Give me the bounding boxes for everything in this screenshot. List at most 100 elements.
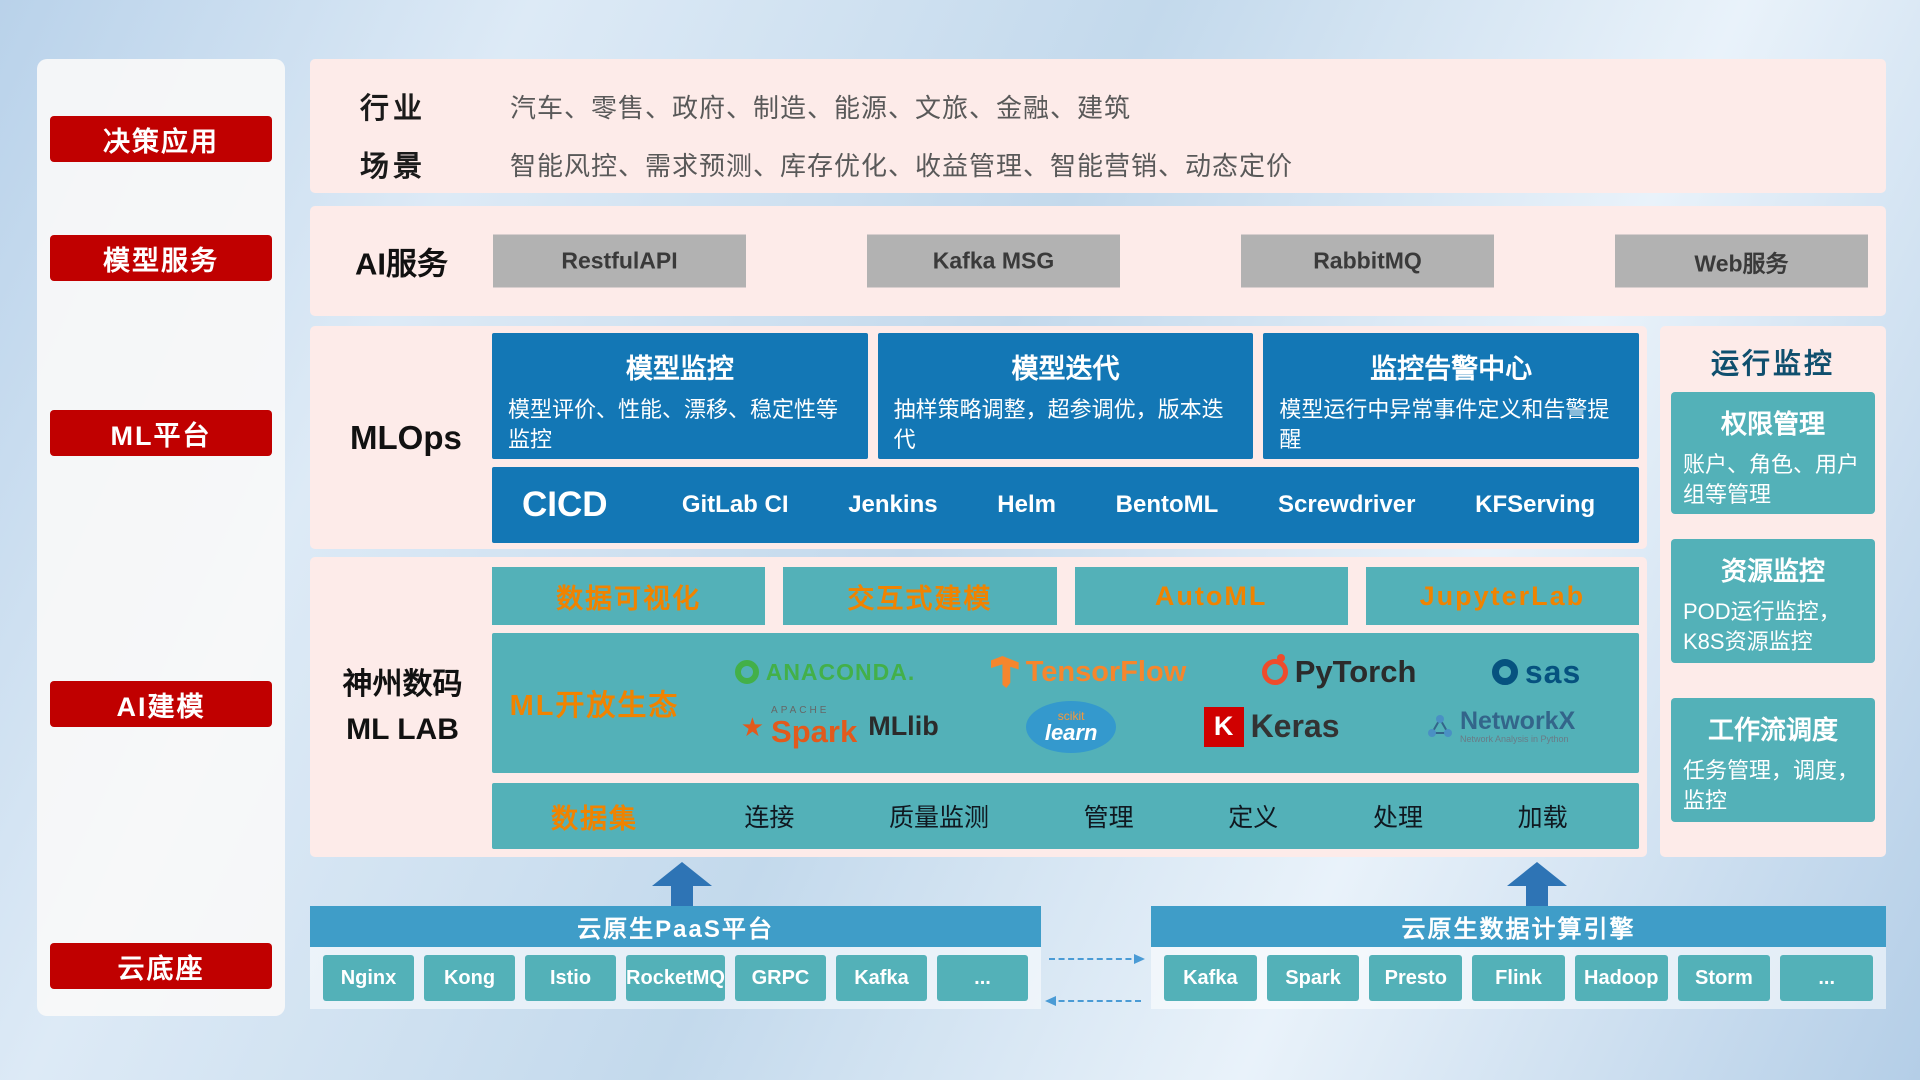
keras-label: Keras bbox=[1250, 708, 1340, 744]
paas-item-grpc: GRPC bbox=[734, 955, 826, 1001]
dataset-item-load: 加载 bbox=[1517, 804, 1568, 832]
card-title: 资源监控 bbox=[1720, 556, 1825, 586]
ecosystem-label: ML开放生态 bbox=[509, 690, 680, 722]
card-desc: POD运行监控，K8S资源监控 bbox=[1683, 599, 1841, 654]
card-title: 工作流调度 bbox=[1707, 715, 1838, 745]
paas-item-kafka: Kafka bbox=[835, 955, 927, 1001]
dataset-item-connect: 连接 bbox=[744, 804, 795, 832]
sidebar bbox=[37, 59, 285, 1016]
anaconda-icon bbox=[734, 660, 759, 684]
cicd-item-jenkins: Jenkins bbox=[848, 491, 938, 518]
up-arrow-right bbox=[1507, 862, 1567, 908]
card-alert-center: 监控告警中心 模型运行中异常事件定义和告警提醒 bbox=[1263, 333, 1640, 459]
dashed-arrow-left bbox=[1045, 996, 1141, 1006]
engine-item-presto: Presto bbox=[1369, 955, 1463, 1001]
cicd-label: CICD bbox=[522, 485, 608, 524]
engine-item-more: ... bbox=[1780, 955, 1874, 1001]
mllib-label: MLlib bbox=[868, 711, 939, 741]
spark-label: Spark bbox=[771, 714, 858, 749]
card-permission-management: 权限管理 账户、角色、用户组等管理 bbox=[1671, 392, 1875, 514]
card-workflow-scheduling: 工作流调度 任务管理，调度，监控 bbox=[1671, 698, 1875, 822]
engine-item-hadoop: Hadoop bbox=[1574, 955, 1668, 1001]
service-restfulapi: RestfulAPI bbox=[493, 234, 746, 288]
card-desc: 模型评价、性能、漂移、稳定性等监控 bbox=[508, 397, 839, 452]
dataset-label: 数据集 bbox=[551, 803, 638, 834]
engine-item-spark: Spark bbox=[1266, 955, 1360, 1001]
industry-value: 汽车、零售、政府、制造、能源、文旅、金融、建筑 bbox=[510, 93, 1132, 123]
card-desc: 任务管理，调度，监控 bbox=[1683, 758, 1860, 813]
scene-value: 智能风控、需求预测、库存优化、收益管理、智能营销、动态定价 bbox=[510, 151, 1294, 181]
paas-item-nginx: Nginx bbox=[323, 955, 415, 1001]
industry-scene-panel: 行业 汽车、零售、政府、制造、能源、文旅、金融、建筑 场景 智能风控、需求预测、… bbox=[310, 59, 1886, 193]
paas-item-rocketmq: RocketMQ bbox=[626, 955, 725, 1001]
service-web: Web服务 bbox=[1615, 234, 1868, 288]
engine-items: Kafka Spark Presto Flink Hadoop Storm ..… bbox=[1151, 947, 1886, 1009]
engine-item-kafka: Kafka bbox=[1164, 955, 1257, 1001]
engine-item-flink: Flink bbox=[1472, 955, 1565, 1001]
up-arrow-left bbox=[652, 862, 712, 908]
ml-open-ecosystem-box: ML开放生态 ANACONDA. TensorFlow PyTorch sas bbox=[492, 633, 1639, 773]
pytorch-label: PyTorch bbox=[1294, 654, 1417, 689]
tool-interactive-modeling: 交互式建模 bbox=[783, 567, 1057, 625]
mllab-panel: 神州数码 ML LAB 数据可视化 交互式建模 AutoML JupyterLa… bbox=[310, 557, 1647, 857]
pytorch-logo: PyTorch bbox=[1261, 654, 1417, 690]
scikit-learn-logo: scikit learn bbox=[1026, 700, 1117, 753]
sidebar-item-ai-modeling: AI建模 bbox=[50, 681, 272, 727]
spark-apache-label: APACHE bbox=[771, 705, 830, 716]
sidebar-item-ml-platform: ML平台 bbox=[50, 410, 272, 456]
sidebar-item-cloud-base: 云底座 bbox=[50, 943, 272, 989]
engine-header: 云原生数据计算引擎 bbox=[1151, 906, 1886, 947]
networkx-icon bbox=[1427, 715, 1452, 738]
cicd-item-screwdriver: Screwdriver bbox=[1278, 491, 1416, 518]
card-title: 权限管理 bbox=[1720, 409, 1825, 439]
networkx-label: NetworkX bbox=[1459, 706, 1576, 735]
cicd-item-bentoml: BentoML bbox=[1115, 491, 1219, 518]
learn-label: learn bbox=[1044, 719, 1098, 745]
cicd-item-kfserving: KFServing bbox=[1475, 491, 1596, 518]
sidebar-item-model-service: 模型服务 bbox=[50, 235, 272, 281]
mlops-label: MLOps bbox=[350, 418, 462, 456]
dataset-item-process: 处理 bbox=[1372, 804, 1423, 832]
spark-star-icon: ★ bbox=[740, 711, 765, 742]
mllab-label-line2: ML LAB bbox=[346, 713, 459, 746]
cicd-item-helm: Helm bbox=[997, 491, 1056, 518]
anaconda-label: ANACONDA. bbox=[765, 658, 916, 685]
networkx-subtitle: Network Analysis in Python bbox=[1459, 734, 1569, 745]
anaconda-logo: ANACONDA. bbox=[734, 658, 916, 686]
card-desc: 抽样策略调整，超参调优，版本迭代 bbox=[893, 397, 1224, 452]
pytorch-icon bbox=[1261, 654, 1288, 685]
card-model-iteration: 模型迭代 抽样策略调整，超参调优，版本迭代 bbox=[877, 333, 1254, 459]
sas-icon bbox=[1491, 659, 1518, 685]
tool-data-visualization: 数据可视化 bbox=[492, 567, 766, 625]
mllab-label-line1: 神州数码 bbox=[342, 668, 463, 701]
keras-icon: K bbox=[1203, 706, 1244, 747]
card-title: 监控告警中心 bbox=[1370, 354, 1533, 384]
scikit-learn-icon: scikit learn bbox=[1026, 700, 1117, 753]
sas-logo: sas bbox=[1491, 653, 1582, 691]
card-resource-monitoring: 资源监控 POD运行监控，K8S资源监控 bbox=[1671, 539, 1875, 663]
card-desc: 账户、角色、用户组等管理 bbox=[1683, 452, 1860, 507]
tensorflow-logo: TensorFlow bbox=[990, 655, 1187, 689]
dashed-arrow-right bbox=[1049, 954, 1145, 964]
spark-mllib-logo: ★ APACHE Spark MLlib bbox=[740, 705, 939, 749]
sas-label: sas bbox=[1524, 653, 1582, 690]
card-title: 模型监控 bbox=[625, 354, 734, 384]
industry-label: 行业 bbox=[360, 93, 427, 125]
cicd-bar: CICD GitLab CI Jenkins Helm BentoML Scre… bbox=[492, 467, 1639, 543]
mlops-panel: MLOps 模型监控 模型评价、性能、漂移、稳定性等监控 模型迭代 抽样策略调整… bbox=[310, 326, 1647, 549]
dataset-item-quality: 质量监测 bbox=[888, 804, 989, 832]
cicd-item-gitlab-ci: GitLab CI bbox=[681, 491, 789, 518]
scene-label: 场景 bbox=[360, 151, 427, 183]
dataset-bar: 数据集 连接 质量监测 管理 定义 处理 加载 bbox=[492, 783, 1639, 849]
tensorflow-label: TensorFlow bbox=[1025, 655, 1187, 688]
scikit-label: scikit bbox=[1057, 708, 1085, 723]
paas-item-kong: Kong bbox=[424, 955, 516, 1001]
engine-item-storm: Storm bbox=[1677, 955, 1771, 1001]
monitoring-panel: 运行监控 权限管理 账户、角色、用户组等管理 资源监控 POD运行监控，K8S资… bbox=[1660, 326, 1886, 857]
paas-header: 云原生PaaS平台 bbox=[310, 906, 1041, 947]
paas-item-more: ... bbox=[936, 955, 1028, 1001]
dataset-item-manage: 管理 bbox=[1083, 804, 1134, 832]
card-desc: 模型运行中异常事件定义和告警提醒 bbox=[1279, 397, 1610, 452]
networkx-logo: NetworkX Network Analysis in Python bbox=[1427, 706, 1576, 745]
ai-service-label: AI服务 bbox=[355, 246, 448, 282]
